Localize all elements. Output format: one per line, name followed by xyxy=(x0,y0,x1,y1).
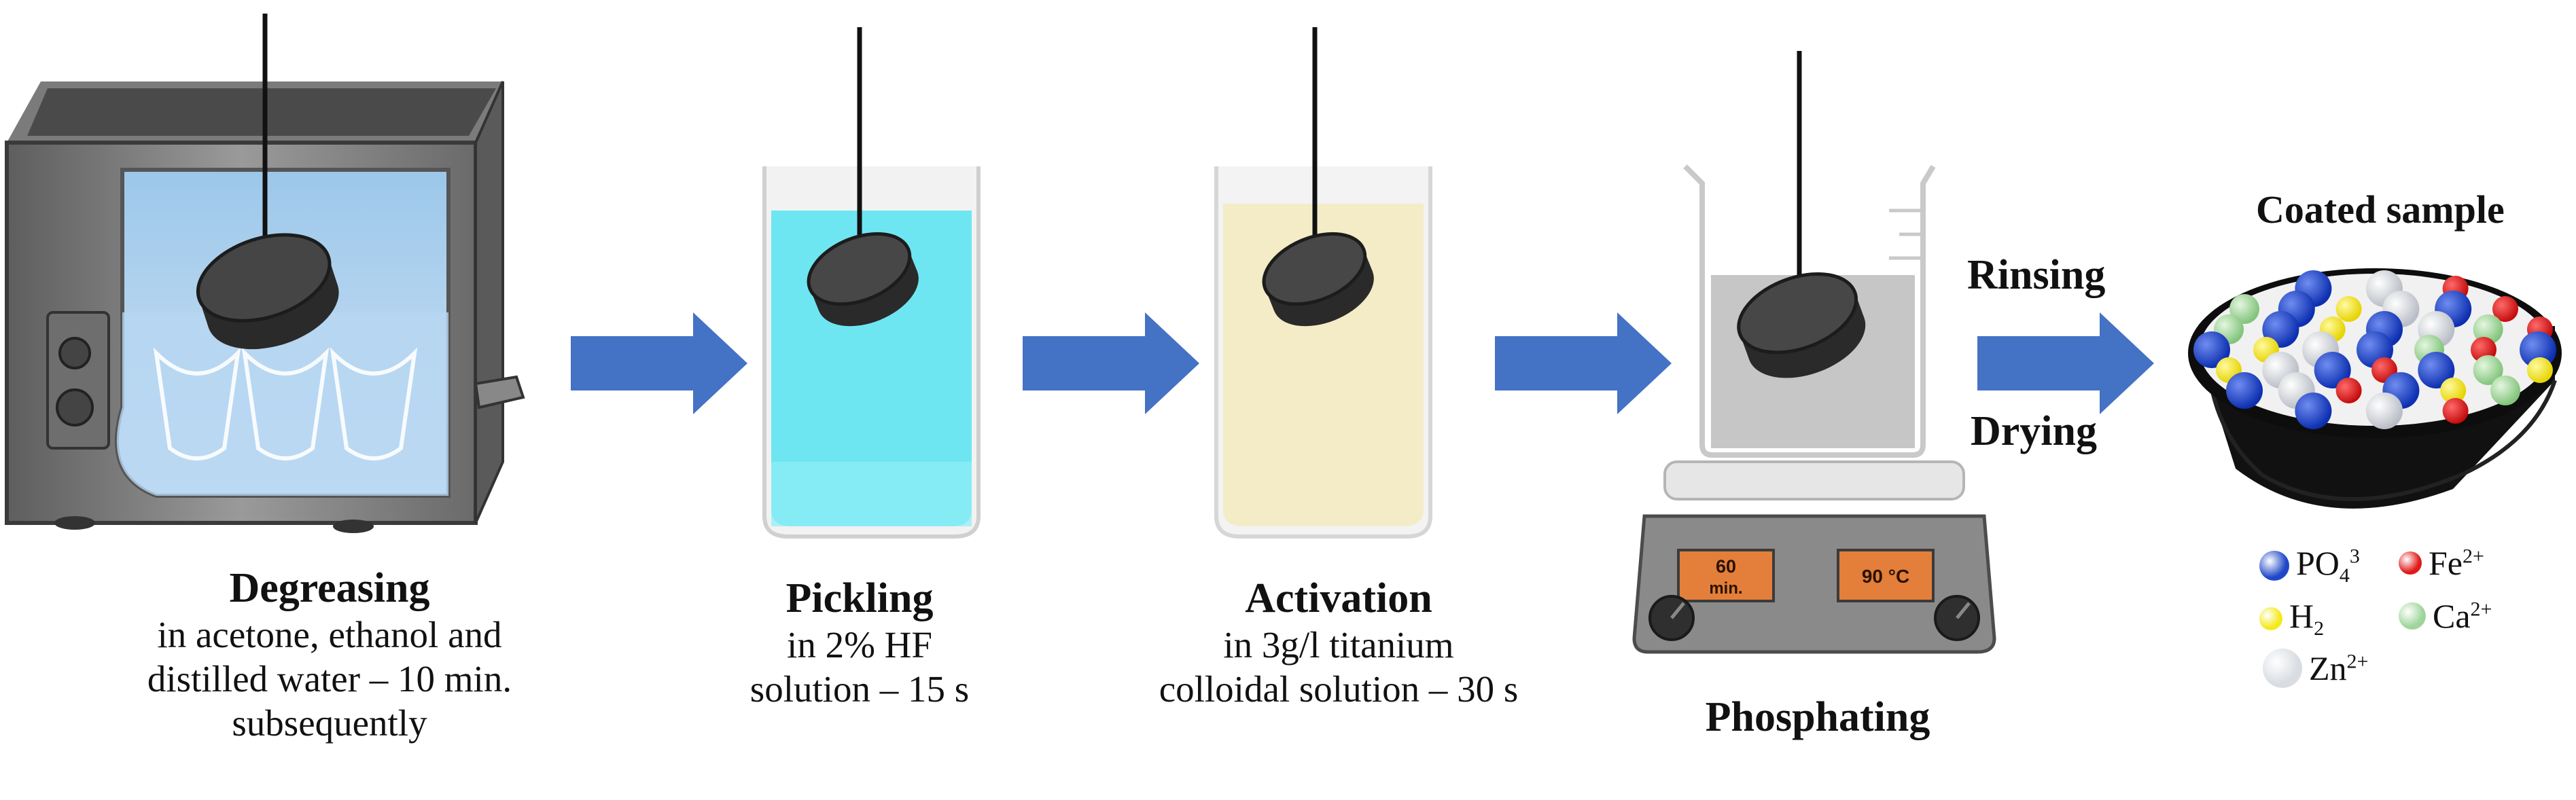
step-pickling-label: Pickling in 2% HF solution – 15 s xyxy=(724,574,995,712)
coated-sample-title: Coated sample xyxy=(2256,187,2505,232)
display-time-unit: min. xyxy=(1709,579,1742,598)
coated-sample-icon xyxy=(2188,268,2562,509)
legend-label: Zn2+ xyxy=(2309,649,2369,687)
legend-item: Zn2+ xyxy=(2263,649,2368,688)
step-desc-line: colloidal solution – 30 s xyxy=(1159,668,1519,710)
po4-ion xyxy=(2226,372,2263,409)
legend-swatch xyxy=(2263,649,2302,688)
h2-molecule xyxy=(2335,296,2362,322)
step-desc-line: solution – 15 s xyxy=(749,668,970,710)
po4-ion xyxy=(2295,393,2332,429)
po4-ion xyxy=(2418,352,2455,388)
step-degreasing-label: Degreasing in acetone, ethanol and disti… xyxy=(122,564,537,746)
legend-item: Ca2+ xyxy=(2399,596,2492,636)
rinsing-label: Rinsing xyxy=(1967,252,2106,298)
step-desc-line: in 2% HF xyxy=(787,624,932,666)
legend-swatch xyxy=(2259,550,2289,581)
step-title: Activation xyxy=(1245,575,1432,621)
legend-swatch xyxy=(2399,551,2422,575)
zn-ion xyxy=(2366,393,2403,429)
legend-item: H2 xyxy=(2259,596,2324,640)
legend-item: PO43 xyxy=(2259,543,2360,587)
legend-label: Fe2+ xyxy=(2429,544,2484,582)
legend-label: Ca2+ xyxy=(2433,597,2492,635)
phosphating-hotplate-icon xyxy=(1632,51,1996,654)
drying-label: Drying xyxy=(1971,408,2097,454)
arrow-1-icon xyxy=(571,312,747,414)
display-time-value: 60 xyxy=(1716,556,1736,577)
po4-ion xyxy=(2193,331,2230,368)
pickling-beaker-icon xyxy=(762,27,981,539)
legend-item: Fe2+ xyxy=(2399,543,2484,583)
step-activation-label: Activation in 3g/l titanium colloidal so… xyxy=(1148,574,1529,712)
sample-disc-icon xyxy=(196,14,339,350)
h2-molecule xyxy=(2440,378,2467,403)
step-desc-line: in 3g/l titanium xyxy=(1223,624,1454,666)
fe-ion xyxy=(2492,296,2518,322)
arrow-4-icon xyxy=(1977,312,2154,414)
display-temp-value: 90 °C xyxy=(1862,566,1909,587)
step-title: Degreasing xyxy=(229,565,430,611)
arrow-2-icon xyxy=(1023,312,1199,414)
ca-ion xyxy=(2229,294,2259,324)
po4-ion xyxy=(2520,331,2556,368)
ca-ion xyxy=(2490,376,2520,405)
ca-ion xyxy=(2473,314,2503,344)
h2-molecule xyxy=(2526,357,2553,383)
legend-label: H2 xyxy=(2289,597,2325,640)
step-title: Phosphating xyxy=(1705,694,1930,740)
legend-swatch xyxy=(2399,602,2426,630)
step-phosphating-label: Phosphating xyxy=(1658,693,1977,742)
fe-ion xyxy=(2442,398,2469,424)
po4-ion xyxy=(2314,352,2351,388)
step-desc-line: in acetone, ethanol and xyxy=(157,614,502,656)
ca-ion xyxy=(2473,355,2503,385)
legend-swatch xyxy=(2259,606,2282,630)
step-desc-line: subsequently xyxy=(232,702,427,744)
step-desc-line: distilled water – 10 min. xyxy=(147,658,512,700)
fe-ion xyxy=(2335,378,2362,403)
legend-label: PO43 xyxy=(2296,544,2360,587)
activation-beaker-icon xyxy=(1214,27,1432,539)
step-title: Pickling xyxy=(786,575,934,621)
arrow-3-icon xyxy=(1495,312,1672,414)
ultrasonic-bath-icon xyxy=(5,81,525,533)
